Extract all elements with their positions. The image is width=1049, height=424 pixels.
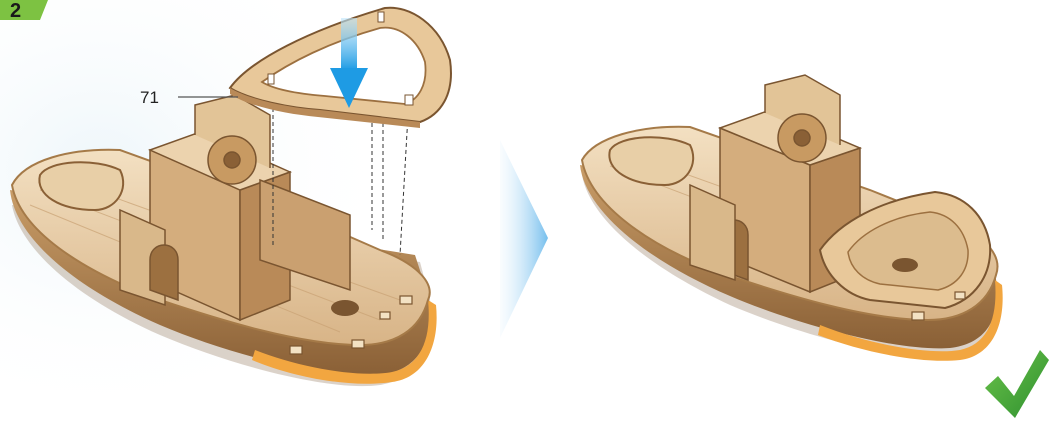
ship-after — [580, 75, 1003, 361]
checkmark-icon — [985, 350, 1049, 418]
chevron-right-icon — [500, 140, 548, 338]
deck-hole-after — [892, 258, 918, 272]
deck-hole — [331, 300, 359, 316]
part-number-label: 71 — [140, 88, 159, 107]
step-number: 2 — [10, 0, 21, 22]
step-badge-shape — [0, 0, 48, 20]
